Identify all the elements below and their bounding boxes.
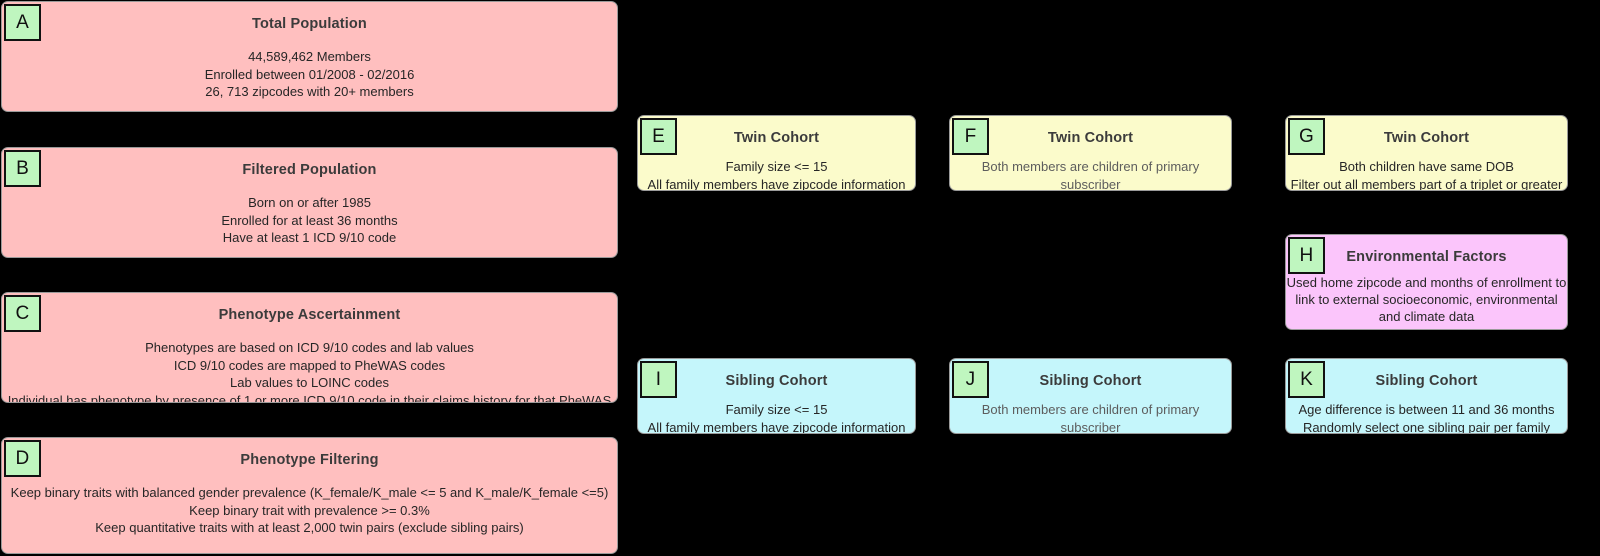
node-j-title: Sibling Cohort [1039,373,1142,389]
node-i-body: Family size <= 15 All family members hav… [647,402,906,434]
node-h-badge: H [1288,237,1325,274]
node-c-title: Phenotype Ascertainment [218,307,401,323]
node-f-body: Both members are children of primary sub… [981,159,1200,191]
node-k-badge: K [1288,361,1325,398]
node-a-title: Total Population [252,16,367,32]
node-a-total-population[interactable]: A Total Population 44,589,462 Members En… [1,1,618,112]
node-j-badge: J [952,361,989,398]
node-d-phenotype-filtering[interactable]: D Phenotype Filtering Keep binary traits… [1,437,618,554]
node-c-badge: C [4,295,41,332]
node-e-title: Twin Cohort [733,130,820,146]
node-g-badge: G [1288,118,1325,155]
node-g-twin-cohort[interactable]: G Twin Cohort Both children have same DO… [1285,115,1568,191]
node-k-sibling-cohort[interactable]: K Sibling Cohort Age difference is betwe… [1285,358,1568,434]
node-b-filtered-population[interactable]: B Filtered Population Born on or after 1… [1,147,618,258]
node-i-badge: I [640,361,677,398]
node-h-environmental-factors[interactable]: H Environmental Factors Used home zipcod… [1285,234,1568,330]
node-d-body: Keep binary traits with balanced gender … [10,485,609,535]
node-d-badge: D [4,440,41,477]
node-e-badge: E [640,118,677,155]
node-c-body: Phenotypes are based on ICD 9/10 codes a… [7,340,612,403]
node-g-body: Both children have same DOB Filter out a… [1290,159,1563,191]
node-i-sibling-cohort[interactable]: I Sibling Cohort Family size <= 15 All f… [637,358,916,434]
node-i-title: Sibling Cohort [725,373,828,389]
node-f-title: Twin Cohort [1047,130,1134,146]
node-e-body: Family size <= 15 All family members hav… [647,159,906,191]
node-d-title: Phenotype Filtering [240,452,379,468]
node-h-title: Environmental Factors [1346,249,1507,265]
node-b-title: Filtered Population [242,162,377,178]
node-j-body: Both members are children of primary sub… [981,402,1200,434]
node-k-title: Sibling Cohort [1375,373,1478,389]
node-f-twin-cohort[interactable]: F Twin Cohort Both members are children … [949,115,1232,191]
node-a-badge: A [4,4,41,41]
node-j-sibling-cohort[interactable]: J Sibling Cohort Both members are childr… [949,358,1232,434]
node-f-badge: F [952,118,989,155]
node-g-title: Twin Cohort [1383,130,1470,146]
node-b-body: Born on or after 1985 Enrolled for at le… [221,195,398,245]
node-e-twin-cohort[interactable]: E Twin Cohort Family size <= 15 All fami… [637,115,916,191]
node-k-body: Age difference is between 11 and 36 mont… [1298,402,1555,434]
node-h-body: Used home zipcode and months of enrollme… [1286,275,1567,324]
node-c-phenotype-ascertainment[interactable]: C Phenotype Ascertainment Phenotypes are… [1,292,618,403]
node-a-body: 44,589,462 Members Enrolled between 01/2… [204,49,415,99]
node-b-badge: B [4,150,41,187]
